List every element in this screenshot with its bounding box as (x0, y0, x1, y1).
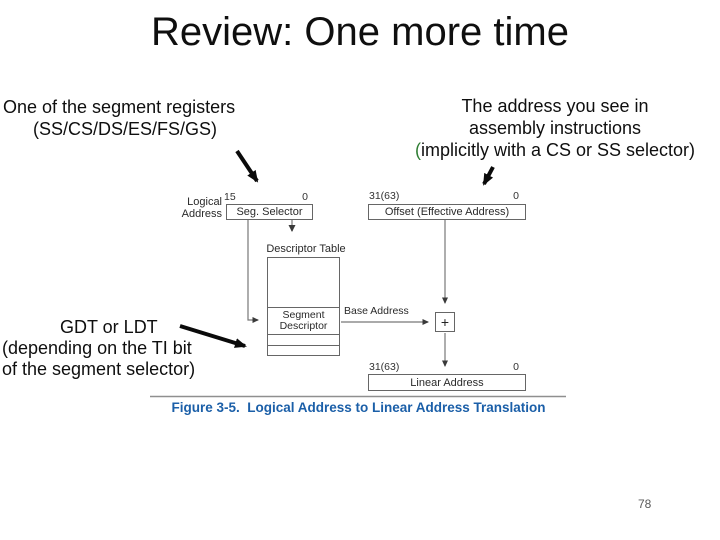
logical-address-label: Logical Address (178, 196, 222, 220)
annotation-arrow-seg-registers (235, 149, 259, 183)
plus-adder-box: + (435, 312, 455, 332)
seg-selector-box: Seg. Selector (226, 204, 313, 220)
note-assembly-address-line2: assembly instructions (468, 118, 642, 138)
descriptor-table-box: Segment Descriptor (267, 257, 340, 356)
note-gdt-ldt: GDT or LDT (depending on the TI bit of t… (2, 317, 195, 380)
segment-descriptor-cell: Segment Descriptor (268, 307, 339, 335)
offset-bit-low: 0 (513, 190, 519, 202)
segment-descriptor-line2: Descriptor (279, 320, 328, 332)
segment-descriptor-line1: Segment (282, 309, 325, 321)
seg-selector-bit-high: 15 (224, 191, 236, 203)
linear-bit-low: 0 (513, 361, 519, 373)
note-segment-registers: One of the segment registers (SS/CS/DS/E… (3, 96, 235, 140)
note-assembly-address: The address you see in assembly instruct… (388, 95, 720, 161)
slide-title: Review: One more time (151, 10, 569, 54)
linear-bit-high: 31(63) (369, 361, 400, 373)
note-assembly-address-line1: The address you see in (461, 96, 649, 116)
close-paren: ) (689, 140, 696, 160)
green-open-paren: ( (414, 140, 421, 160)
note-gdt-ldt-line2: (depending on the TI bit (2, 338, 192, 358)
logical-address-line2: Address (181, 207, 222, 220)
note-segment-registers-line1: One of the segment registers (3, 97, 236, 117)
note-gdt-ldt-line3: of the segment selector) (2, 359, 196, 379)
descriptor-table-label: Descriptor Table (266, 243, 346, 255)
note-gdt-ldt-line1: GDT or LDT (60, 317, 158, 337)
figure-caption: Figure 3-5. Logical Address to Linear Ad… (171, 400, 546, 415)
seg-selector-bit-low: 0 (302, 191, 308, 203)
descriptor-table-row-divider (268, 345, 339, 346)
flow-arrow-selector-to-descriptor (247, 220, 259, 323)
offset-box: Offset (Effective Address) (368, 204, 526, 220)
page-number: 78 (638, 497, 652, 511)
note-segment-registers-line2: (SS/CS/DS/ES/FS/GS) (33, 119, 218, 139)
linear-address-box: Linear Address (368, 374, 526, 391)
offset-bit-high: 31(63) (369, 190, 400, 202)
annotation-arrow-assembly-address (482, 166, 495, 186)
base-address-label: Base Address (344, 305, 409, 317)
logical-address-line1: Logical (187, 196, 222, 208)
note-assembly-address-line3-body: implicitly with a CS or SS selector (420, 140, 690, 160)
note-assembly-address-line3: (implicitly with a CS or SS selector) (388, 139, 720, 161)
